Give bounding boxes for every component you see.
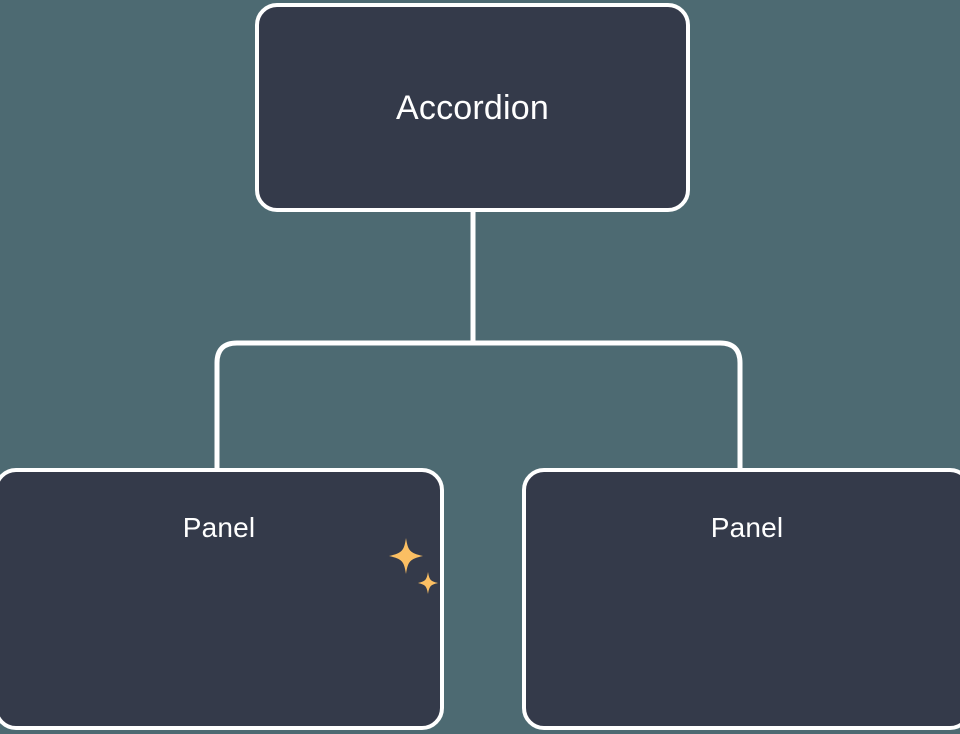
node-panel-active[interactable]: Panel bbox=[0, 468, 444, 730]
sparkle-small bbox=[418, 572, 438, 594]
node-title: Panel bbox=[710, 512, 784, 543]
node-accordion[interactable]: Accordion bbox=[255, 3, 690, 212]
node-title: Panel bbox=[182, 512, 256, 543]
sparkles-icon bbox=[389, 538, 438, 594]
node-title: Accordion bbox=[396, 88, 549, 127]
node-panel-inactive[interactable]: Panel bbox=[522, 468, 960, 730]
edge-bracket bbox=[214, 340, 743, 470]
sparkle-large bbox=[389, 538, 423, 574]
